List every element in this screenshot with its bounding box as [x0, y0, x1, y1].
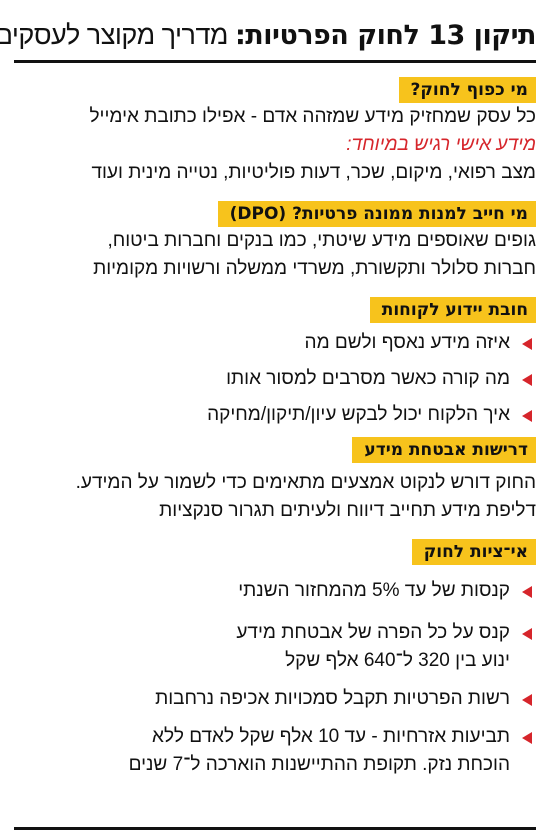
- bullet-item: רשות הפרטיות תקבל סמכויות אכיפה נרחבות: [14, 685, 536, 713]
- bullet-item: תביעות אזרחיות - עד 10 אלף שקל לאדם ללא ה…: [14, 723, 536, 779]
- bullet-arrow-icon: [522, 694, 532, 706]
- section-text-line: חברות סלולר ותקשורת, משרדי ממשלה ורשויות…: [93, 258, 536, 279]
- title-separator: :: [234, 20, 246, 51]
- section-text-line: כל עסק שמחזיק מידע שמזהה אדם - אפילו כתו…: [89, 106, 536, 127]
- bullet-text: הוכחת נזק. תקופת ההתיישנות הוארכה ל־7 שנ…: [128, 754, 510, 775]
- bullet-item: איך הלקוח יכול לבקש עיון/תיקון/מחיקה: [14, 401, 536, 429]
- bullet-arrow-icon: [522, 410, 532, 422]
- bullet-arrow-icon: [522, 628, 532, 640]
- bullet-item: איזה מידע נאסף ולשם מה: [14, 329, 536, 357]
- section-text-line: גופים שאוספים מידע שיטתי, כמו בנקים וחבר…: [107, 230, 536, 251]
- section-heading: מי כפוף לחוק?: [398, 77, 536, 103]
- bullet-arrow-icon: [522, 338, 532, 350]
- bullet-item: קנסות של עד 5% מהמחזור השנתי: [14, 577, 536, 605]
- bottom-divider: [14, 827, 536, 830]
- section-who-is-subject: מי כפוף לחוק? כל עסק שמחזיק מידע שמזהה א…: [14, 77, 536, 187]
- title-bold: תיקון 13 לחוק הפרטיות: [245, 20, 536, 51]
- section-customer-notice: חובת יידוע לקוחות איזה מידע נאסף ולשם מה…: [14, 297, 536, 429]
- bullet-arrow-icon: [522, 374, 532, 386]
- section-heading: דרישות אבטחת מידע: [352, 437, 536, 463]
- title-subtitle: מדריך מקוצר לעסקים: [0, 20, 235, 50]
- bullet-item: מה קורה כאשר מסרבים למסור אותו: [14, 365, 536, 393]
- bullet-text: איך הלקוח יכול לבקש עיון/תיקון/מחיקה: [207, 404, 510, 425]
- page-title: תיקון 13 לחוק הפרטיות: מדריך מקוצר לעסקי…: [0, 0, 536, 60]
- infographic: תיקון 13 לחוק הפרטיות: מדריך מקוצר לעסקי…: [0, 0, 536, 836]
- bullet-arrow-icon: [522, 586, 532, 598]
- section-heading: חובת יידוע לקוחות: [369, 297, 536, 323]
- sensitive-info-label: מידע אישי רגיש במיוחד:: [346, 134, 536, 155]
- top-divider: [14, 60, 536, 63]
- bullet-text: תביעות אזרחיות - עד 10 אלף שקל לאדם ללא: [152, 726, 510, 747]
- bullet-text: מה קורה כאשר מסרבים למסור אותו: [226, 368, 510, 389]
- section-text-line: החוק דורש לנקוט אמצעים מתאימים כדי לשמור…: [75, 472, 536, 493]
- section-text-line: דליפת מידע תחייב דיווח ולעיתים תגרור סנק…: [159, 500, 536, 521]
- bullet-text: איזה מידע נאסף ולשם מה: [304, 332, 510, 353]
- bullet-text: רשות הפרטיות תקבל סמכויות אכיפה נרחבות: [155, 688, 510, 709]
- section-text-line: מצב רפואי, מיקום, שכר, דעות פוליטיות, נט…: [91, 162, 536, 183]
- bullet-list: קנסות של עד 5% מהמחזור השנתי קנס על כל ה…: [14, 577, 536, 779]
- section-security: דרישות אבטחת מידע החוק דורש לנקוט אמצעים…: [14, 437, 536, 525]
- bullet-item: קנס על כל הפרה של אבטחת מידע ינוע בין 320…: [14, 619, 536, 675]
- bullet-text: קנס על כל הפרה של אבטחת מידע: [236, 622, 510, 643]
- bullet-text: קנסות של עד 5% מהמחזור השנתי: [238, 580, 510, 601]
- bullet-text: ינוע בין 320 ל־640 אלף שקל: [285, 650, 510, 671]
- bullet-arrow-icon: [522, 732, 532, 744]
- section-heading: מי חייב למנות ממונה פרטיות? (DPO): [217, 201, 536, 227]
- bullet-list: איזה מידע נאסף ולשם מה מה קורה כאשר מסרב…: [14, 329, 536, 429]
- section-dpo: מי חייב למנות ממונה פרטיות? (DPO) גופים …: [14, 201, 536, 283]
- section-non-compliance: אי־ציות לחוק קנסות של עד 5% מהמחזור השנת…: [14, 539, 536, 779]
- section-heading: אי־ציות לחוק: [411, 539, 536, 565]
